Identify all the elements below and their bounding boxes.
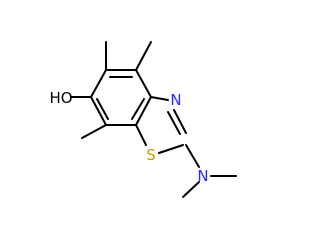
- bond-c3a-n3: [150, 96, 169, 101]
- dimethylamino-nitrogen-label: N: [197, 167, 208, 185]
- bond-n3-c2: [173, 109, 187, 134]
- hydroxyl-label: HO: [49, 89, 72, 107]
- bond-ring-c6-c5: [90, 69, 107, 98]
- bond-methyl-c4: [135, 41, 152, 71]
- thiazole-nitrogen-label: N: [170, 91, 181, 109]
- bond-methyl-c7: [81, 124, 107, 139]
- thiazole-sulfur-label: S: [146, 146, 156, 164]
- bond-ring-c7-c6: [90, 96, 107, 126]
- bond-ring-c4-c3a: [135, 69, 152, 98]
- bond-ring-c3a-c7a: [135, 96, 152, 126]
- bond-c2-amine-n: [185, 144, 200, 168]
- bond-c2-s1: [158, 144, 184, 154]
- bond-amine-n-methyl-left: [182, 181, 200, 198]
- bond-n3-c2-inner: [167, 111, 181, 135]
- bond-ring-inner-c3a-c7a: [131, 98, 145, 120]
- molecule-structure: HO N S N: [49, 41, 237, 198]
- bond-ring-inner-c7-c6: [96, 98, 109, 120]
- bond-s1-c7a: [135, 124, 147, 146]
